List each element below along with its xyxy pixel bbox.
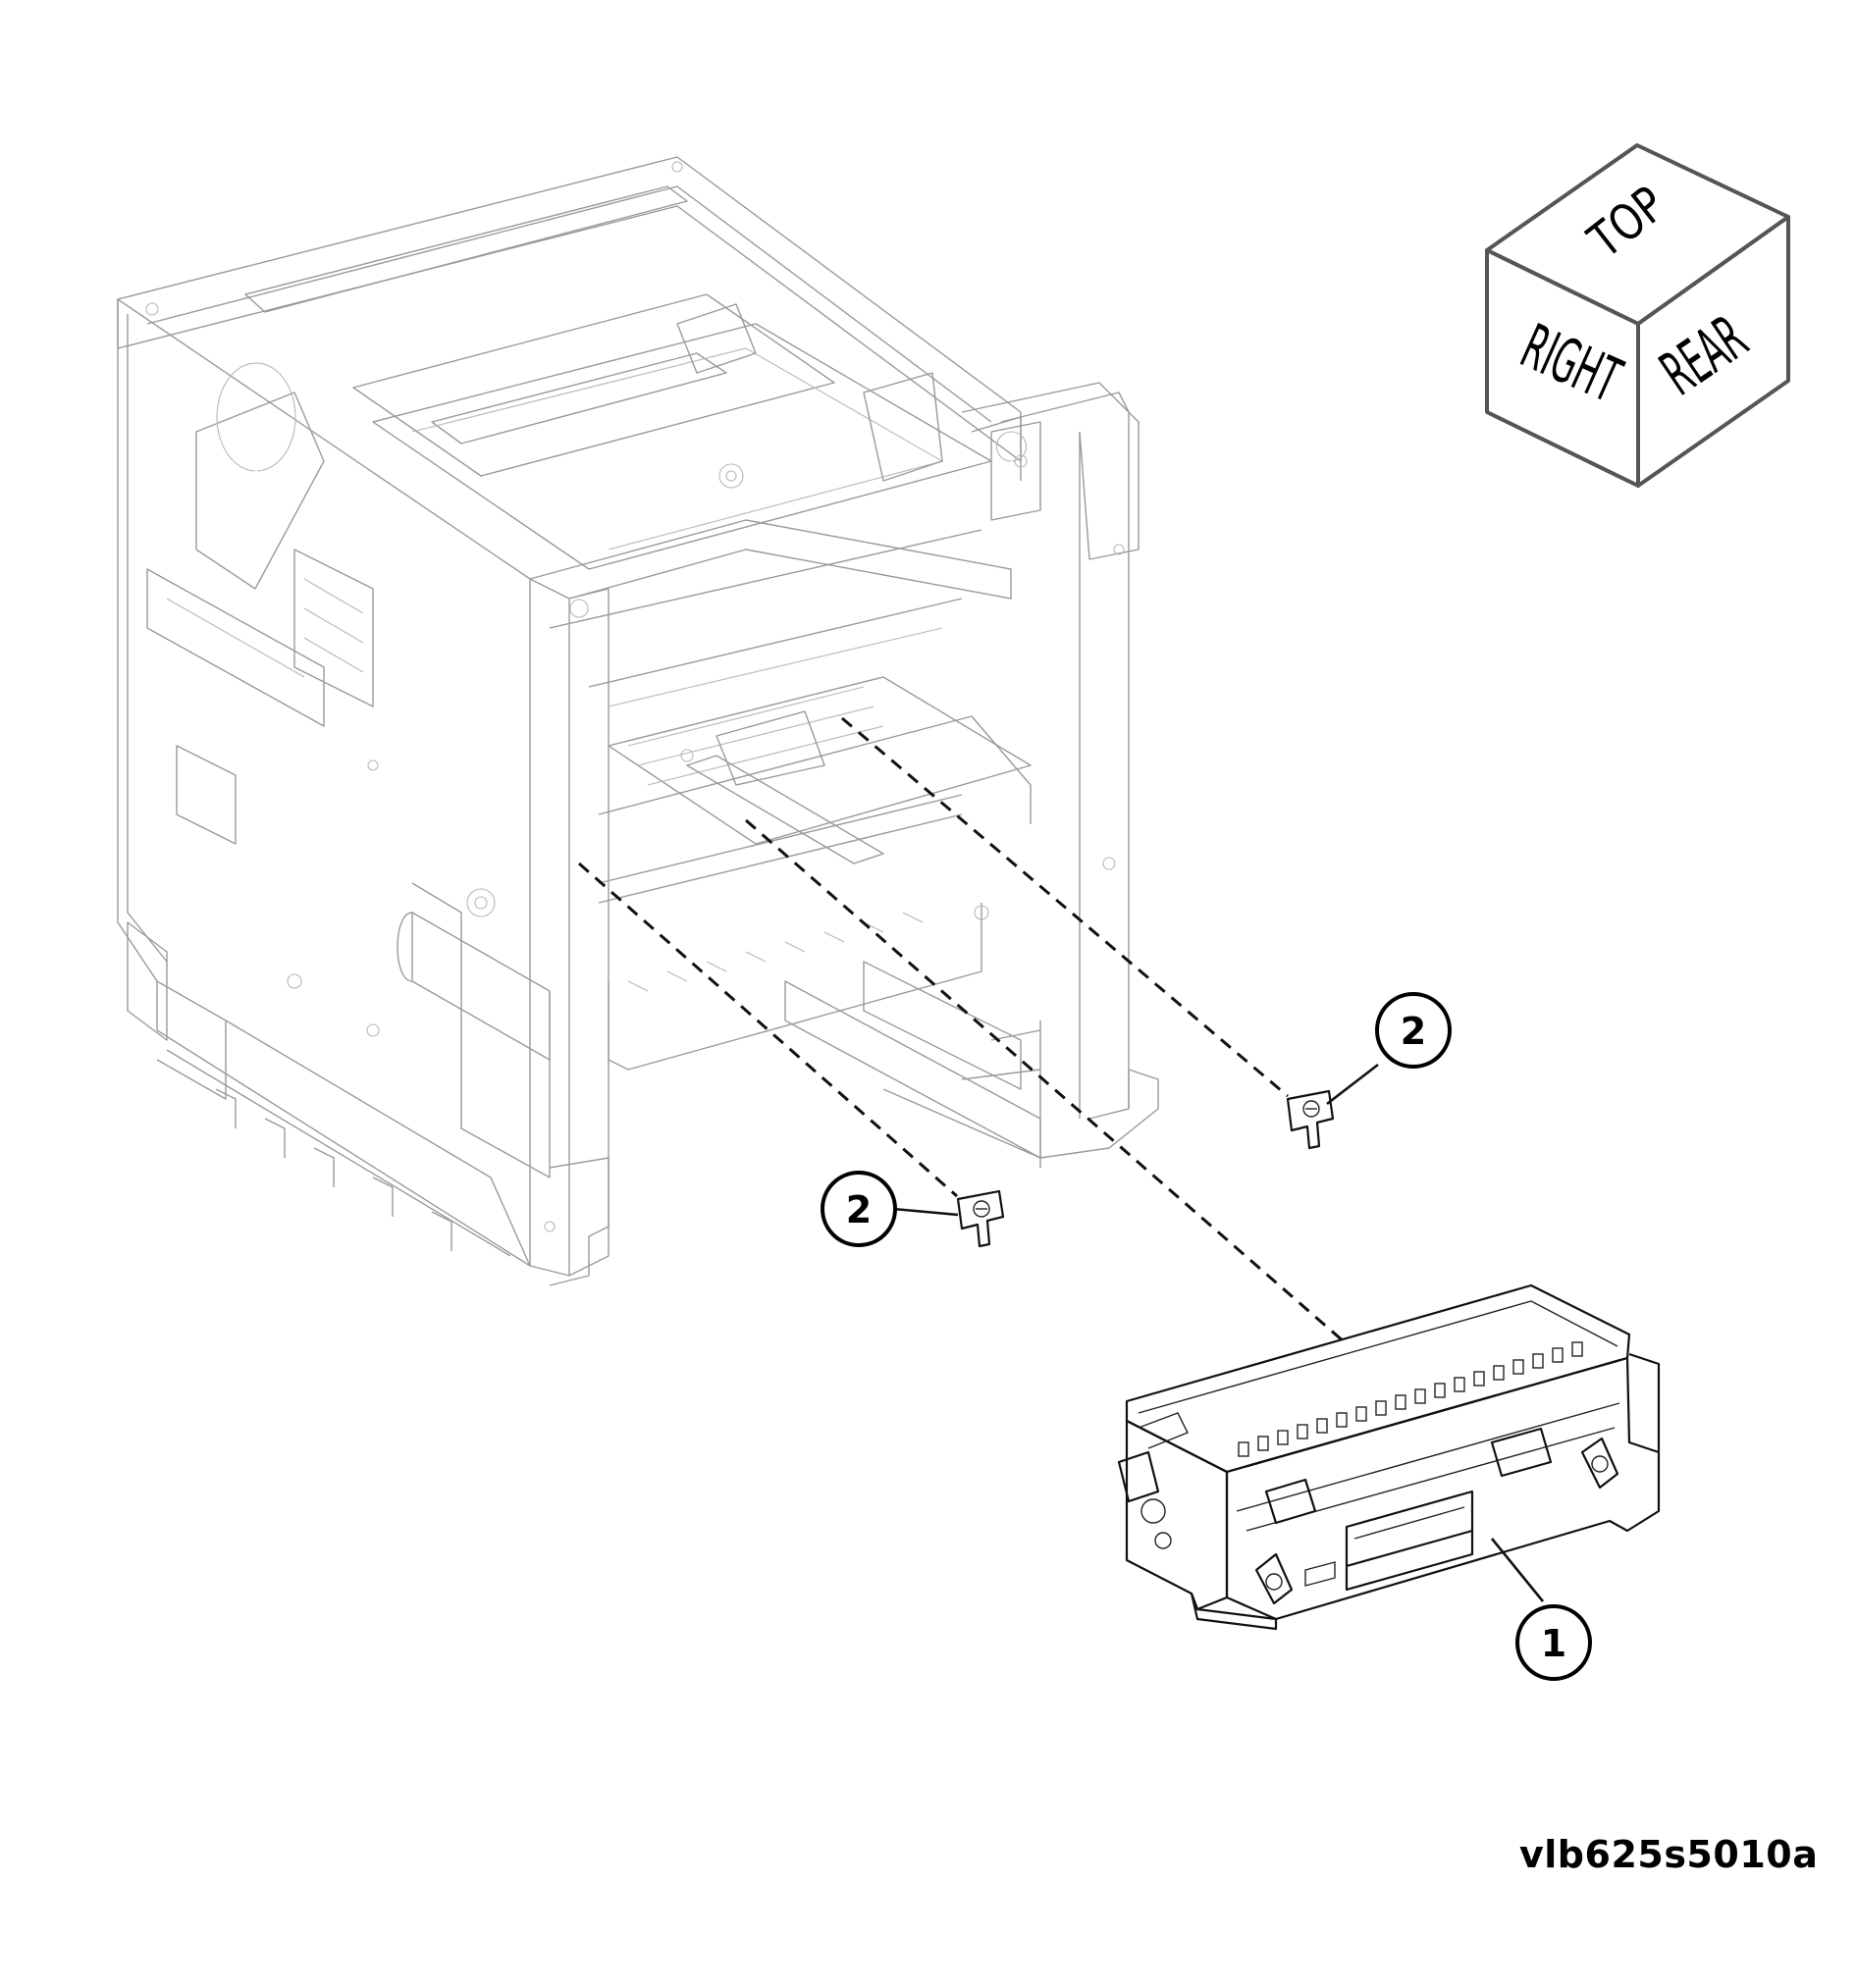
leader-line-1 — [1490, 1538, 1545, 1602]
clip-part-rear — [1286, 1089, 1335, 1150]
alignment-line-fuser — [745, 818, 1346, 1344]
callout-2-front: 2 — [821, 1171, 897, 1247]
figure-id: vlb625s5010a — [1519, 1833, 1819, 1876]
leader-line-2a — [892, 1207, 959, 1217]
callout-2-rear-label: 2 — [1401, 1010, 1426, 1053]
fuser-assembly — [1117, 1283, 1661, 1631]
callout-2-rear: 2 — [1375, 992, 1452, 1069]
callout-2-front-label: 2 — [846, 1188, 872, 1231]
alignment-lines — [578, 716, 1346, 1344]
orientation-cube: TOP RIGHT REAR — [1485, 143, 1790, 488]
clip-part-front — [956, 1189, 1005, 1248]
printer-frame — [117, 156, 1159, 1286]
cube-rear-face — [1636, 215, 1790, 488]
leader-line-2b — [1326, 1063, 1379, 1106]
callout-1-label: 1 — [1541, 1622, 1566, 1665]
callout-1: 1 — [1515, 1604, 1592, 1681]
alignment-line-rear-clip — [841, 716, 1289, 1098]
leader-lines — [892, 1063, 1545, 1602]
alignment-line-front-clip — [578, 862, 958, 1198]
